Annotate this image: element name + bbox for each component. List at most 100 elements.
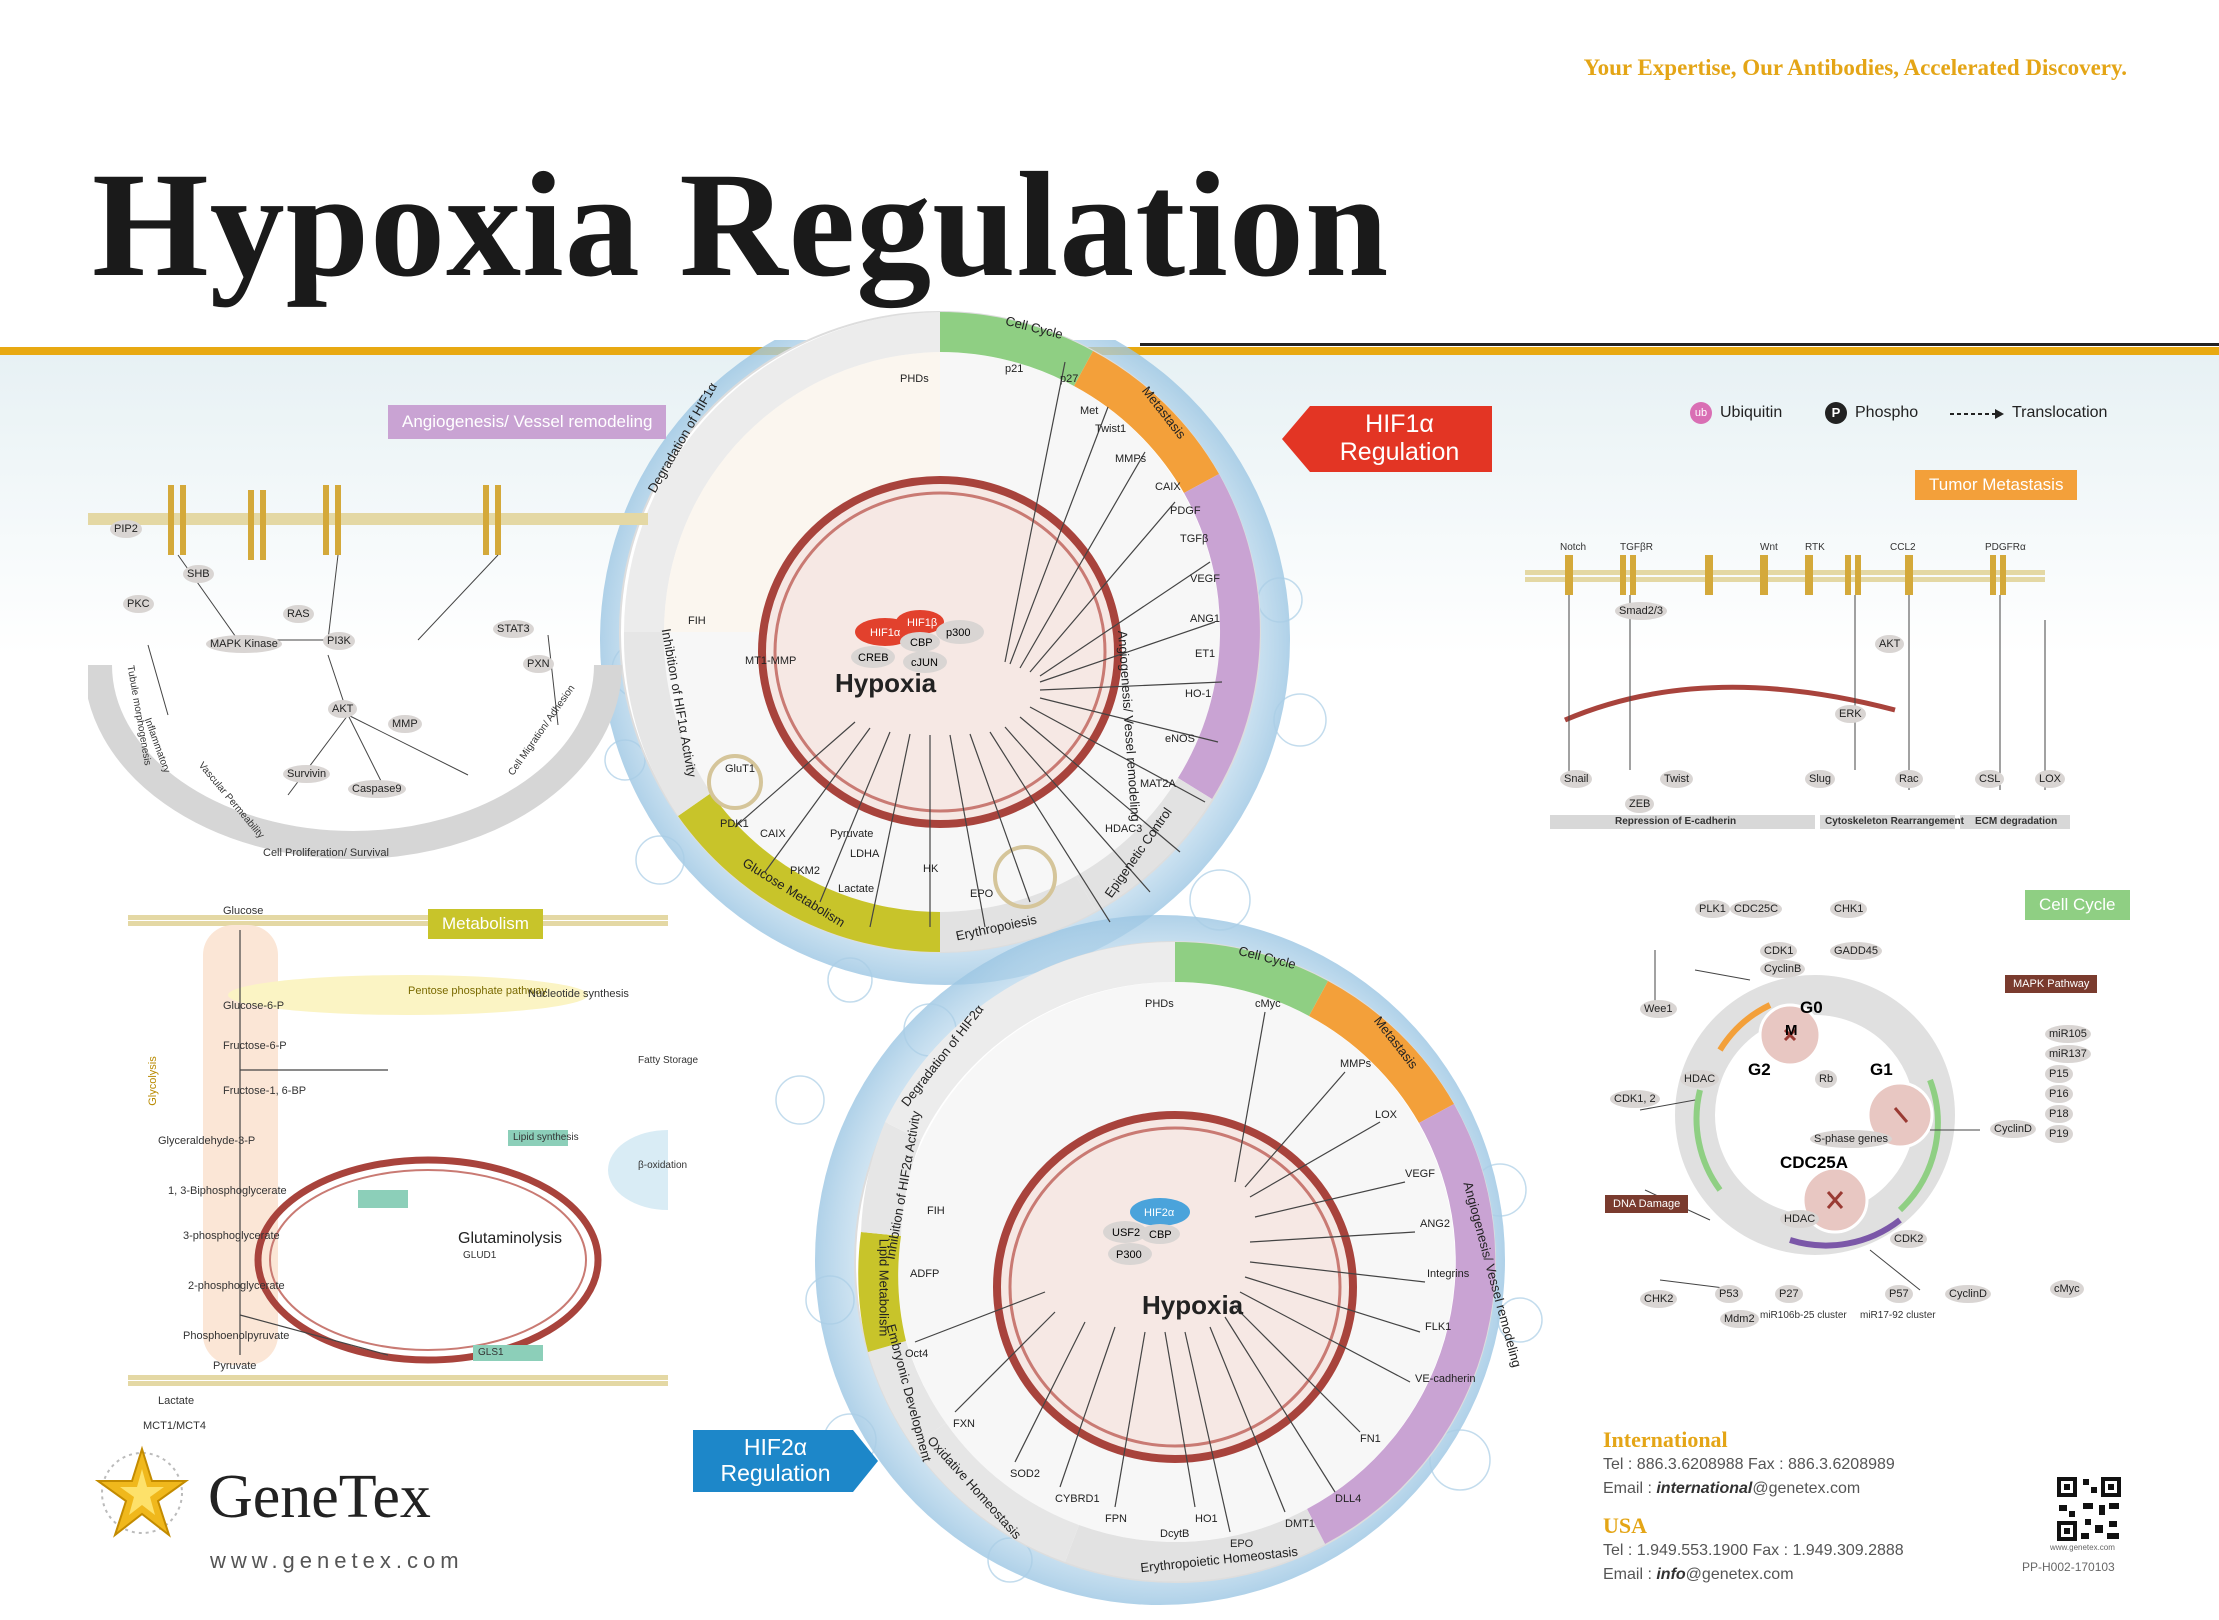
usa-email-user: info [1656, 1566, 1686, 1583]
hif2a-center-label: Hypoxia [1142, 1290, 1244, 1320]
svg-text:CAIX: CAIX [1155, 481, 1181, 493]
cc-g0: G0 [1800, 998, 1823, 1017]
usa-email-domain: @genetex.com [1685, 1566, 1794, 1583]
svg-text:cJUN: cJUN [911, 657, 938, 669]
cc-cdk2: CDK2 [1890, 1230, 1928, 1248]
seg2-lipid [858, 1232, 906, 1352]
svg-text:VEGF: VEGF [1405, 1168, 1435, 1180]
svg-text:HIF2α: HIF2α [1144, 1207, 1175, 1219]
svg-text:p27: p27 [1060, 373, 1078, 385]
cc-p15: P15 [2045, 1065, 2073, 1083]
seg-erythropoiesis [940, 876, 1096, 952]
contact-block: International Tel : 886.3.6208988 Fax : … [1603, 1427, 2063, 1587]
cc-s: CDC25A [1780, 1153, 1849, 1172]
email-label: Email : [1603, 1480, 1657, 1497]
metabolism-tag: Metabolism [428, 909, 543, 939]
contact-international-heading: International [1603, 1427, 1728, 1452]
hif1a-badge-shape [1282, 406, 1492, 472]
svg-text:MMPs: MMPs [1340, 1058, 1372, 1070]
svg-text:PDGF: PDGF [1170, 505, 1201, 517]
svg-text:SOD2: SOD2 [1010, 1468, 1040, 1480]
svg-text:HO1: HO1 [1195, 1513, 1218, 1525]
cc-g2: G2 [1748, 1060, 1771, 1079]
svg-text:DMT1: DMT1 [1285, 1518, 1315, 1530]
tm-tgfbr: TGFβR [1620, 542, 1653, 553]
svg-text:HO-1: HO-1 [1185, 688, 1211, 700]
met-2pg: 2-phosphoglycerate [188, 1280, 285, 1292]
met-lactate: Lactate [158, 1395, 195, 1407]
tm-akt: AKT [1875, 635, 1905, 653]
met-beta-ox: β-oxidation [638, 1160, 688, 1171]
svg-text:FLK1: FLK1 [1425, 1321, 1451, 1333]
tumor-metastasis-diagram [1525, 555, 2070, 829]
met-glutaminolysis: GLS1 [478, 1347, 504, 1358]
node-pkc: PKC [123, 595, 154, 613]
cc-p16: P16 [2045, 1085, 2073, 1103]
svg-text:ANG2: ANG2 [1420, 1218, 1450, 1230]
svg-text:Twist1: Twist1 [1095, 423, 1126, 435]
hif1a-center-label: Hypoxia [835, 668, 937, 698]
svg-text:Lactate: Lactate [838, 883, 874, 895]
cc-mdm2: Mdm2 [1720, 1310, 1759, 1328]
tm-mmp2: LOX [2035, 770, 2066, 788]
svg-text:CREB: CREB [858, 652, 889, 664]
tagline: Your Expertise, Our Antibodies, Accelera… [1583, 55, 2127, 80]
met-glycolysis: Glycolysis [146, 1056, 159, 1106]
qr-code-icon[interactable] [2055, 1475, 2123, 1543]
tm-wnt: Wnt [1760, 542, 1778, 553]
svg-text:DcytB: DcytB [1160, 1528, 1189, 1540]
met-g6p: Glucose-6-P [223, 1000, 285, 1012]
node-ras: RAS [283, 605, 314, 623]
svg-text:VEGF: VEGF [1190, 573, 1220, 585]
node-caspase9: Caspase9 [348, 780, 406, 798]
tm-snail: Snail [1560, 770, 1593, 788]
brand-web[interactable]: www.genetex.com [210, 1548, 464, 1573]
cc-p27: P57 [1885, 1285, 1913, 1303]
legend: ub Ubiquitin P Phospho Translocation [1690, 402, 2110, 428]
svg-text:PHDs: PHDs [1145, 998, 1174, 1010]
seg2-angiogenesis [1307, 1104, 1496, 1544]
svg-text:TGFβ: TGFβ [1180, 533, 1208, 545]
node-nck: STAT3 [493, 620, 534, 638]
cc-cdk1: CDK1 [1760, 942, 1798, 960]
node-survivin: Survivin [283, 765, 331, 783]
met-mct: MCT1/MCT4 [143, 1420, 206, 1432]
hif2a-badge: HIF2α Regulation [720, 1434, 831, 1486]
node-shb: SHB [183, 565, 214, 583]
ubiquitin-icon: ub [1690, 402, 1712, 424]
tm-notch: Notch [1560, 542, 1587, 553]
metabolism-diagram [128, 915, 668, 1386]
seg-glucose [678, 793, 940, 952]
contact-international-email[interactable]: Email : international@genetex.com [1603, 1477, 2063, 1501]
cell-cycle-panel: Cell Cycle G0 M G1 G2 CDC25A PLK1 CDC25C… [1600, 890, 2130, 1340]
cc-chk2: CHK2 [1640, 1290, 1678, 1308]
cc-mapk-pathway: MAPK Pathway [2005, 975, 2098, 993]
tm-outcome-2: ECM degradation [1975, 816, 2058, 827]
contact-international-tel: Tel : 886.3.6208988 Fax : 886.3.6208989 [1603, 1456, 1895, 1473]
svg-text:LDHA: LDHA [850, 848, 880, 860]
document-code: PP-H002-170103 [2022, 1560, 2115, 1574]
svg-text:PKM2: PKM2 [790, 865, 820, 877]
tm-ccl2: CCL2 [1890, 542, 1916, 553]
cell-cycle-diagram [1639, 950, 1980, 1291]
translocation-arrow-icon [1950, 409, 2004, 419]
met-krebs: GLUD1 [463, 1250, 497, 1261]
seg2-oxidative [913, 1423, 1079, 1562]
cc-chk1: CHK1 [1830, 900, 1868, 918]
svg-text:PDK1: PDK1 [720, 818, 749, 830]
contact-usa-email[interactable]: Email : info@genetex.com [1603, 1563, 2063, 1587]
cc-rb: Rb [1815, 1070, 1838, 1088]
svg-text:HIF1α: HIF1α [870, 627, 901, 639]
tm-twist: Twist [1660, 770, 1694, 788]
met-f16bp: Fructose-1, 6-BP [223, 1085, 307, 1097]
node-akt: AKT [328, 700, 358, 718]
node-mmp: MMP [388, 715, 422, 733]
svg-text:FXN: FXN [953, 1418, 975, 1430]
svg-text:LOX: LOX [1375, 1109, 1398, 1121]
tm-mt1-mmp: CSL [1975, 770, 2005, 788]
hif1a-complex: HIF1α HIF1β CBP p300 CREB cJUN [851, 610, 984, 673]
cc-cyclina-2: HDAC [1780, 1210, 1820, 1228]
node-pip2: PIP2 [110, 520, 142, 538]
